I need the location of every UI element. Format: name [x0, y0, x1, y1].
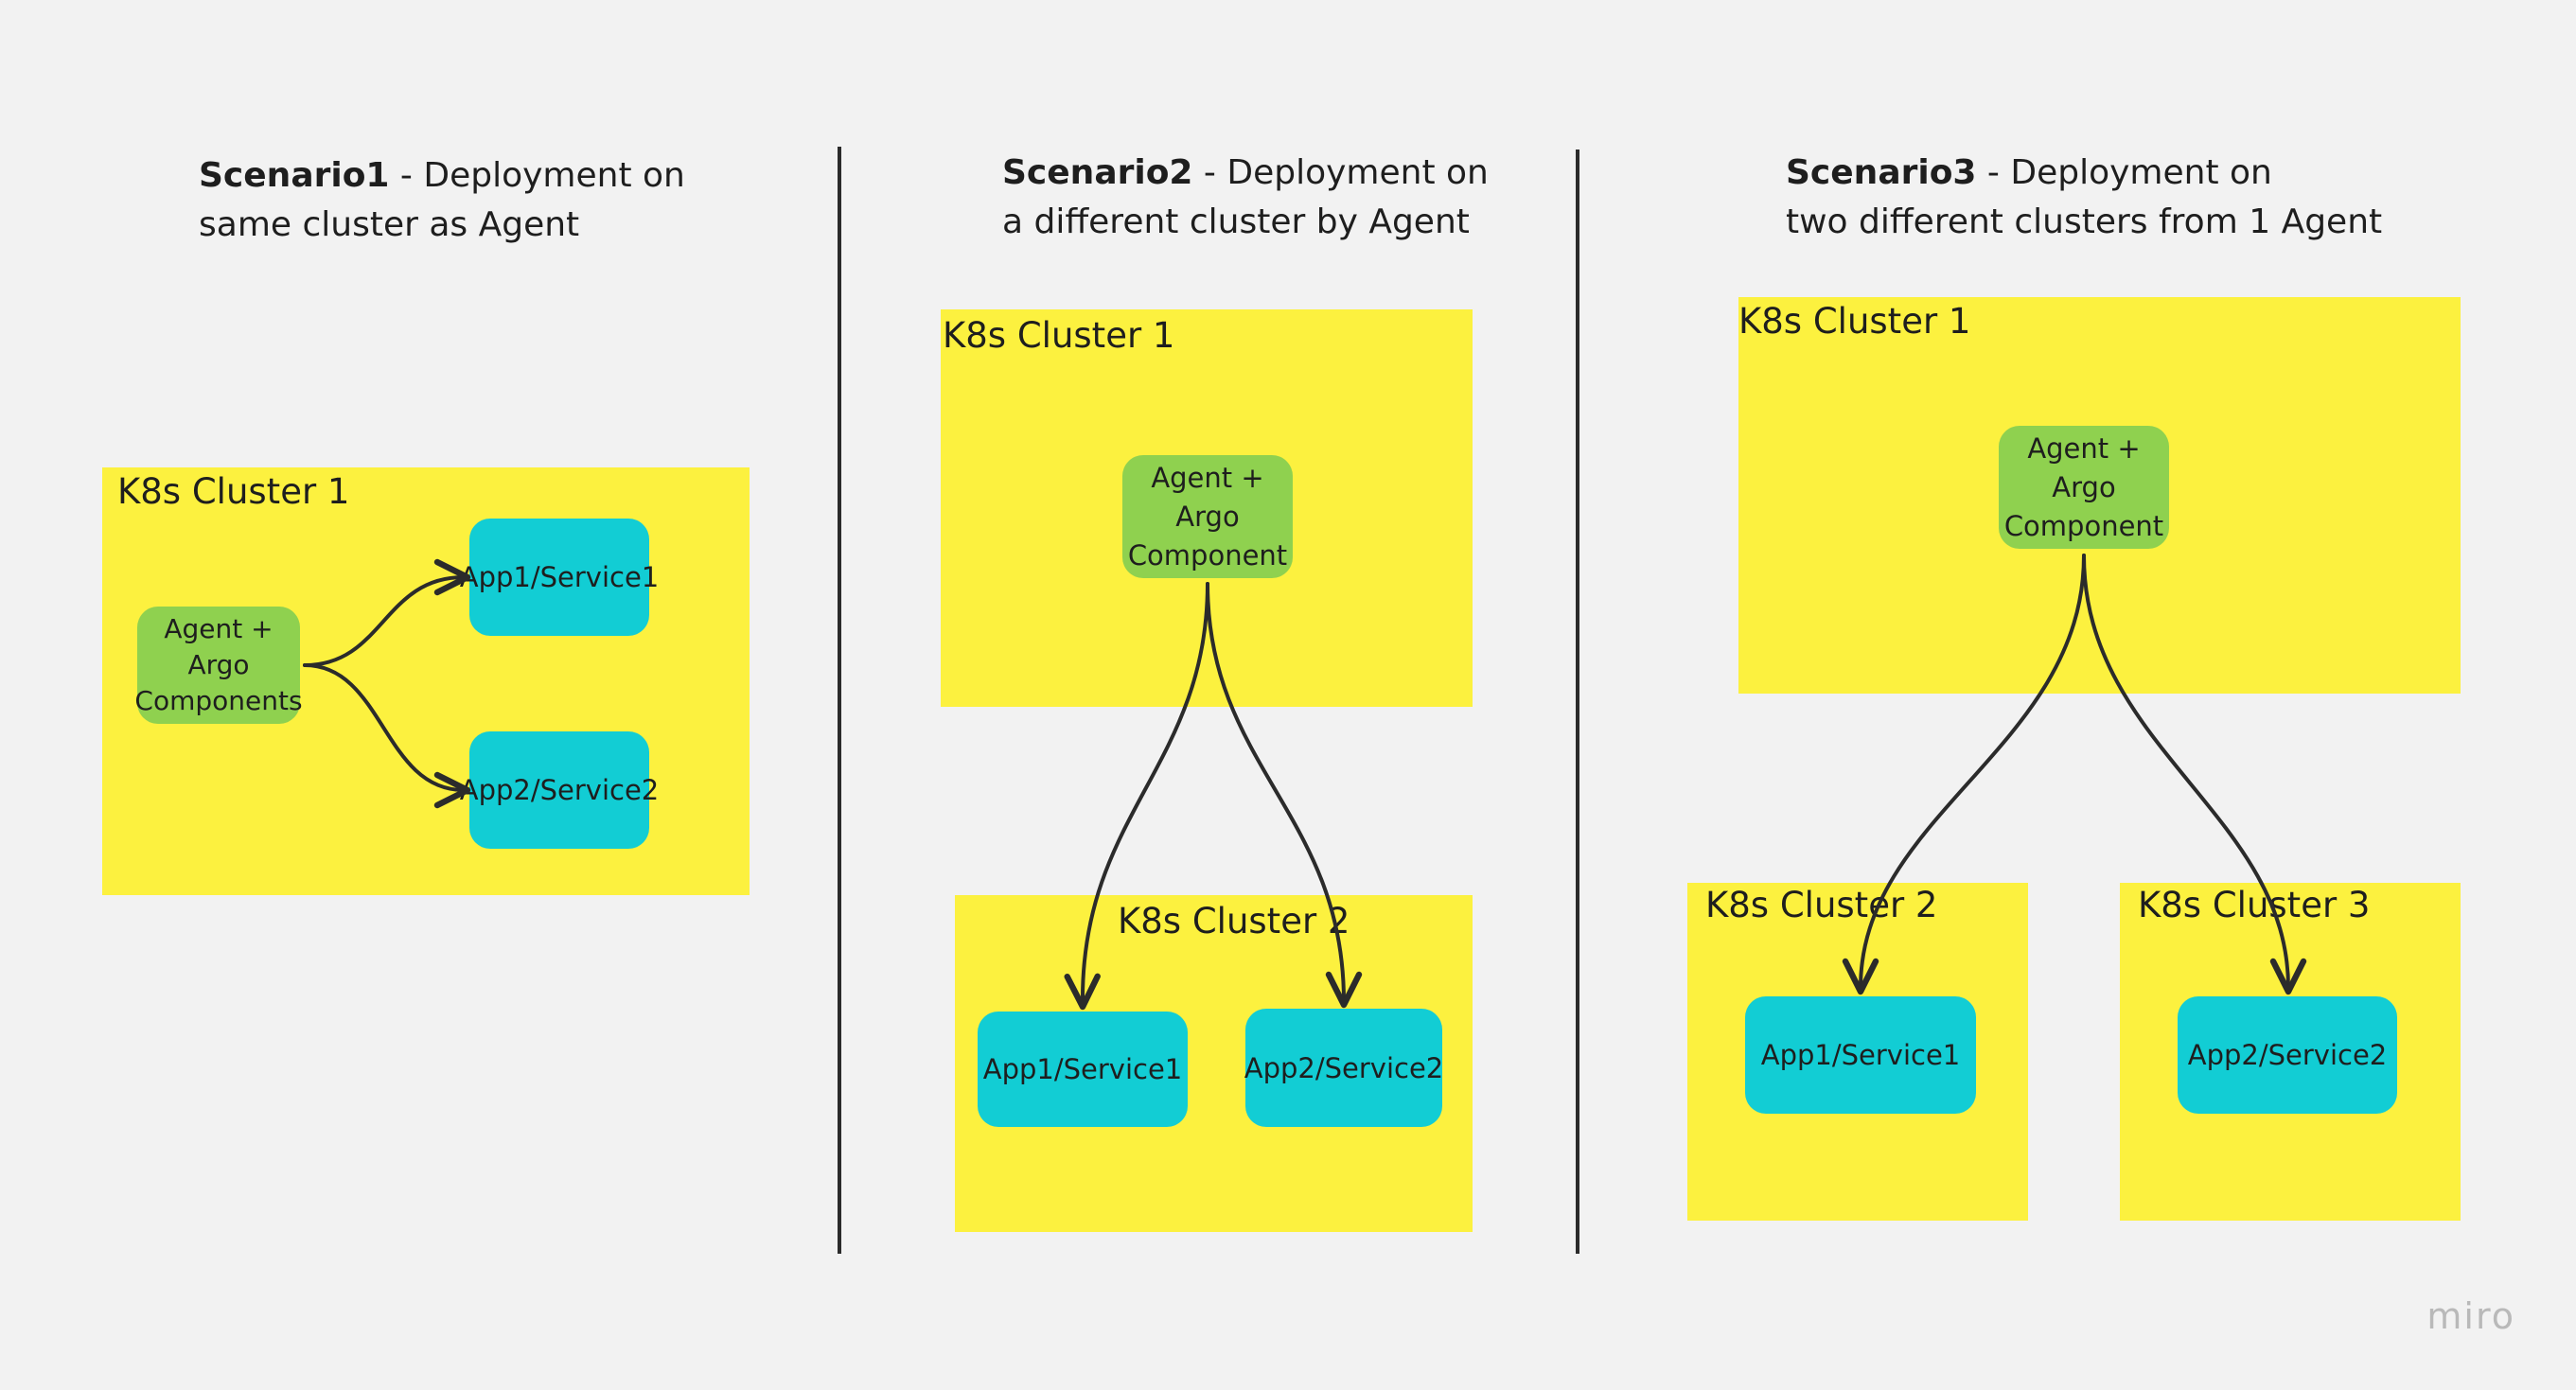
s3-app1-node: App1/Service1 — [1745, 996, 1976, 1114]
s1-app2-node: App2/Service2 — [460, 731, 659, 849]
miro-watermark-logo: miro — [2426, 1295, 2515, 1337]
scenario-divider-2 — [1576, 150, 1579, 1254]
s3-cluster-3-label: K8s Cluster 3 — [2138, 885, 2371, 925]
scenario2-title-rest: - Deployment on — [1192, 153, 1489, 192]
s2-arrow-to-app1 — [1064, 582, 1209, 1011]
s1-app1-node: App1/Service1 — [460, 519, 659, 636]
scenario2-title-bold: Scenario2 — [1002, 153, 1193, 192]
s1-arrow-to-app1 — [303, 558, 471, 667]
scenario3-title-bold: Scenario3 — [1786, 153, 1977, 192]
scenario3-title-line2: two different clusters from 1 Agent — [1786, 202, 2383, 241]
scenario2-title-line2: a different cluster by Agent — [1002, 202, 1470, 241]
s3-arrow-to-app1 — [1842, 554, 2086, 995]
scenario3-title: Scenario3 - Deployment on two different … — [1786, 149, 2382, 247]
scenario1-title-line2: same cluster as Agent — [199, 205, 580, 244]
s3-app2-node: App2/Service2 — [2178, 996, 2397, 1114]
s3-arrow-to-app2 — [2082, 554, 2307, 995]
s3-cluster-1: K8s Cluster 1 — [1738, 297, 2461, 694]
s1-agent-node: Agent + Argo Components — [134, 607, 303, 724]
scenario1-title: Scenario1 - Deployment on same cluster a… — [199, 151, 685, 250]
scenario-divider-1 — [838, 147, 841, 1254]
scenario1-title-bold: Scenario1 — [199, 156, 390, 195]
scenario3-title-rest: - Deployment on — [1976, 153, 2272, 192]
s3-cluster-2-label: K8s Cluster 2 — [1705, 885, 1938, 925]
s2-cluster-1-label: K8s Cluster 1 — [943, 315, 1175, 356]
scenario2-title: Scenario2 - Deployment on a different cl… — [1002, 149, 1489, 247]
s2-app1-node: App1/Service1 — [978, 1012, 1188, 1127]
s1-arrow-to-app2 — [303, 663, 471, 809]
s3-cluster-1-label: K8s Cluster 1 — [1738, 301, 1971, 342]
s2-app2-node: App2/Service2 — [1244, 1009, 1443, 1127]
s1-cluster-1-label: K8s Cluster 1 — [117, 471, 350, 512]
s2-agent-node: Agent + Argo Component — [1122, 455, 1293, 578]
s2-cluster-2-label: K8s Cluster 2 — [1118, 901, 1350, 941]
s3-agent-node: Agent + Argo Component — [1999, 426, 2169, 549]
scenario1-title-rest: - Deployment on — [389, 156, 685, 195]
s2-arrow-to-app2 — [1206, 582, 1363, 1009]
